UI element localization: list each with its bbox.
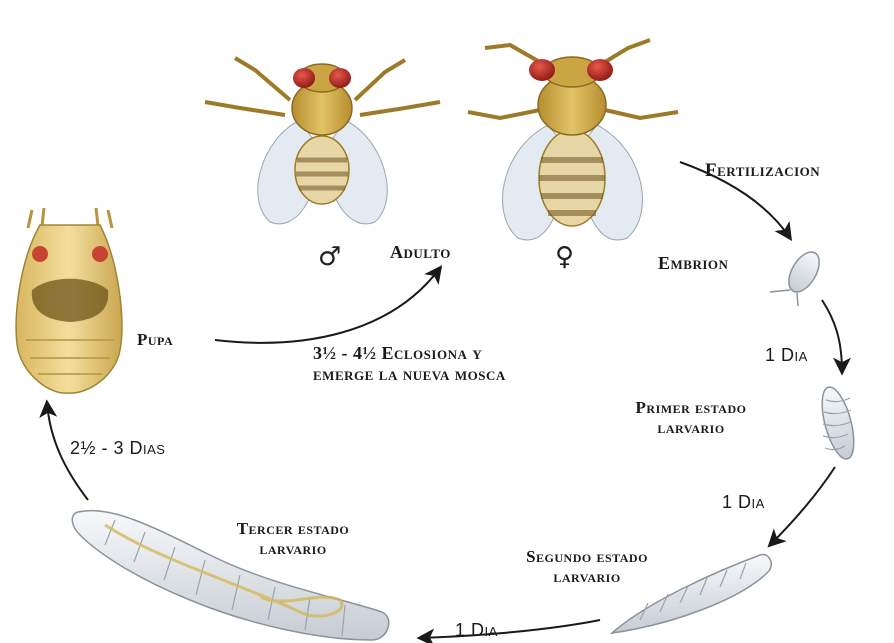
label-primer-estado: Primer estado larvario [596,398,786,437]
label-segundo-estado-line2: larvario [487,567,687,587]
label-pupa: Pupa [137,330,173,350]
label-embrion: Embrion [658,253,728,274]
arrow-first-to-second-instar [770,467,835,545]
duration-primer-to-segundo: 1 Dia [722,492,765,513]
label-primer-estado-line2: larvario [596,418,786,438]
pupa-illustration [16,208,122,393]
label-eclosiona-line1: 3½ - 4½ Eclosiona y [313,343,482,364]
arrow-embryo-to-first-instar [822,300,842,372]
arrow-pupa-to-adult [215,268,440,343]
female-symbol-icon: ♀ [555,244,574,270]
label-tercer-estado-line1: Tercer estado [198,519,388,539]
label-tercer-estado: Tercer estado larvario [198,519,388,558]
label-adulto: Adulto [390,242,451,263]
label-fertilizacion: Fertilizacion [705,160,820,182]
duration-segundo-to-tercer: 1 Dia [455,620,498,641]
male-symbol-icon: ♂ [318,244,341,270]
duration-tercer-to-pupa: 2½ - 3 Dias [70,438,165,459]
label-eclosiona-line2: emerge la nueva mosca [313,364,506,385]
first-instar-larva-illustration [816,384,860,462]
label-segundo-estado-line1: Segundo estado [487,547,687,567]
embryo-illustration [770,247,825,306]
label-tercer-estado-line2: larvario [198,539,388,559]
duration-embrion-to-primer: 1 Dia [765,345,808,366]
male-fly-illustration [205,58,440,224]
female-fly-illustration [468,40,678,240]
arrow-second-to-third-instar [420,620,600,638]
label-primer-estado-line1: Primer estado [596,398,786,418]
label-segundo-estado: Segundo estado larvario [487,547,687,586]
